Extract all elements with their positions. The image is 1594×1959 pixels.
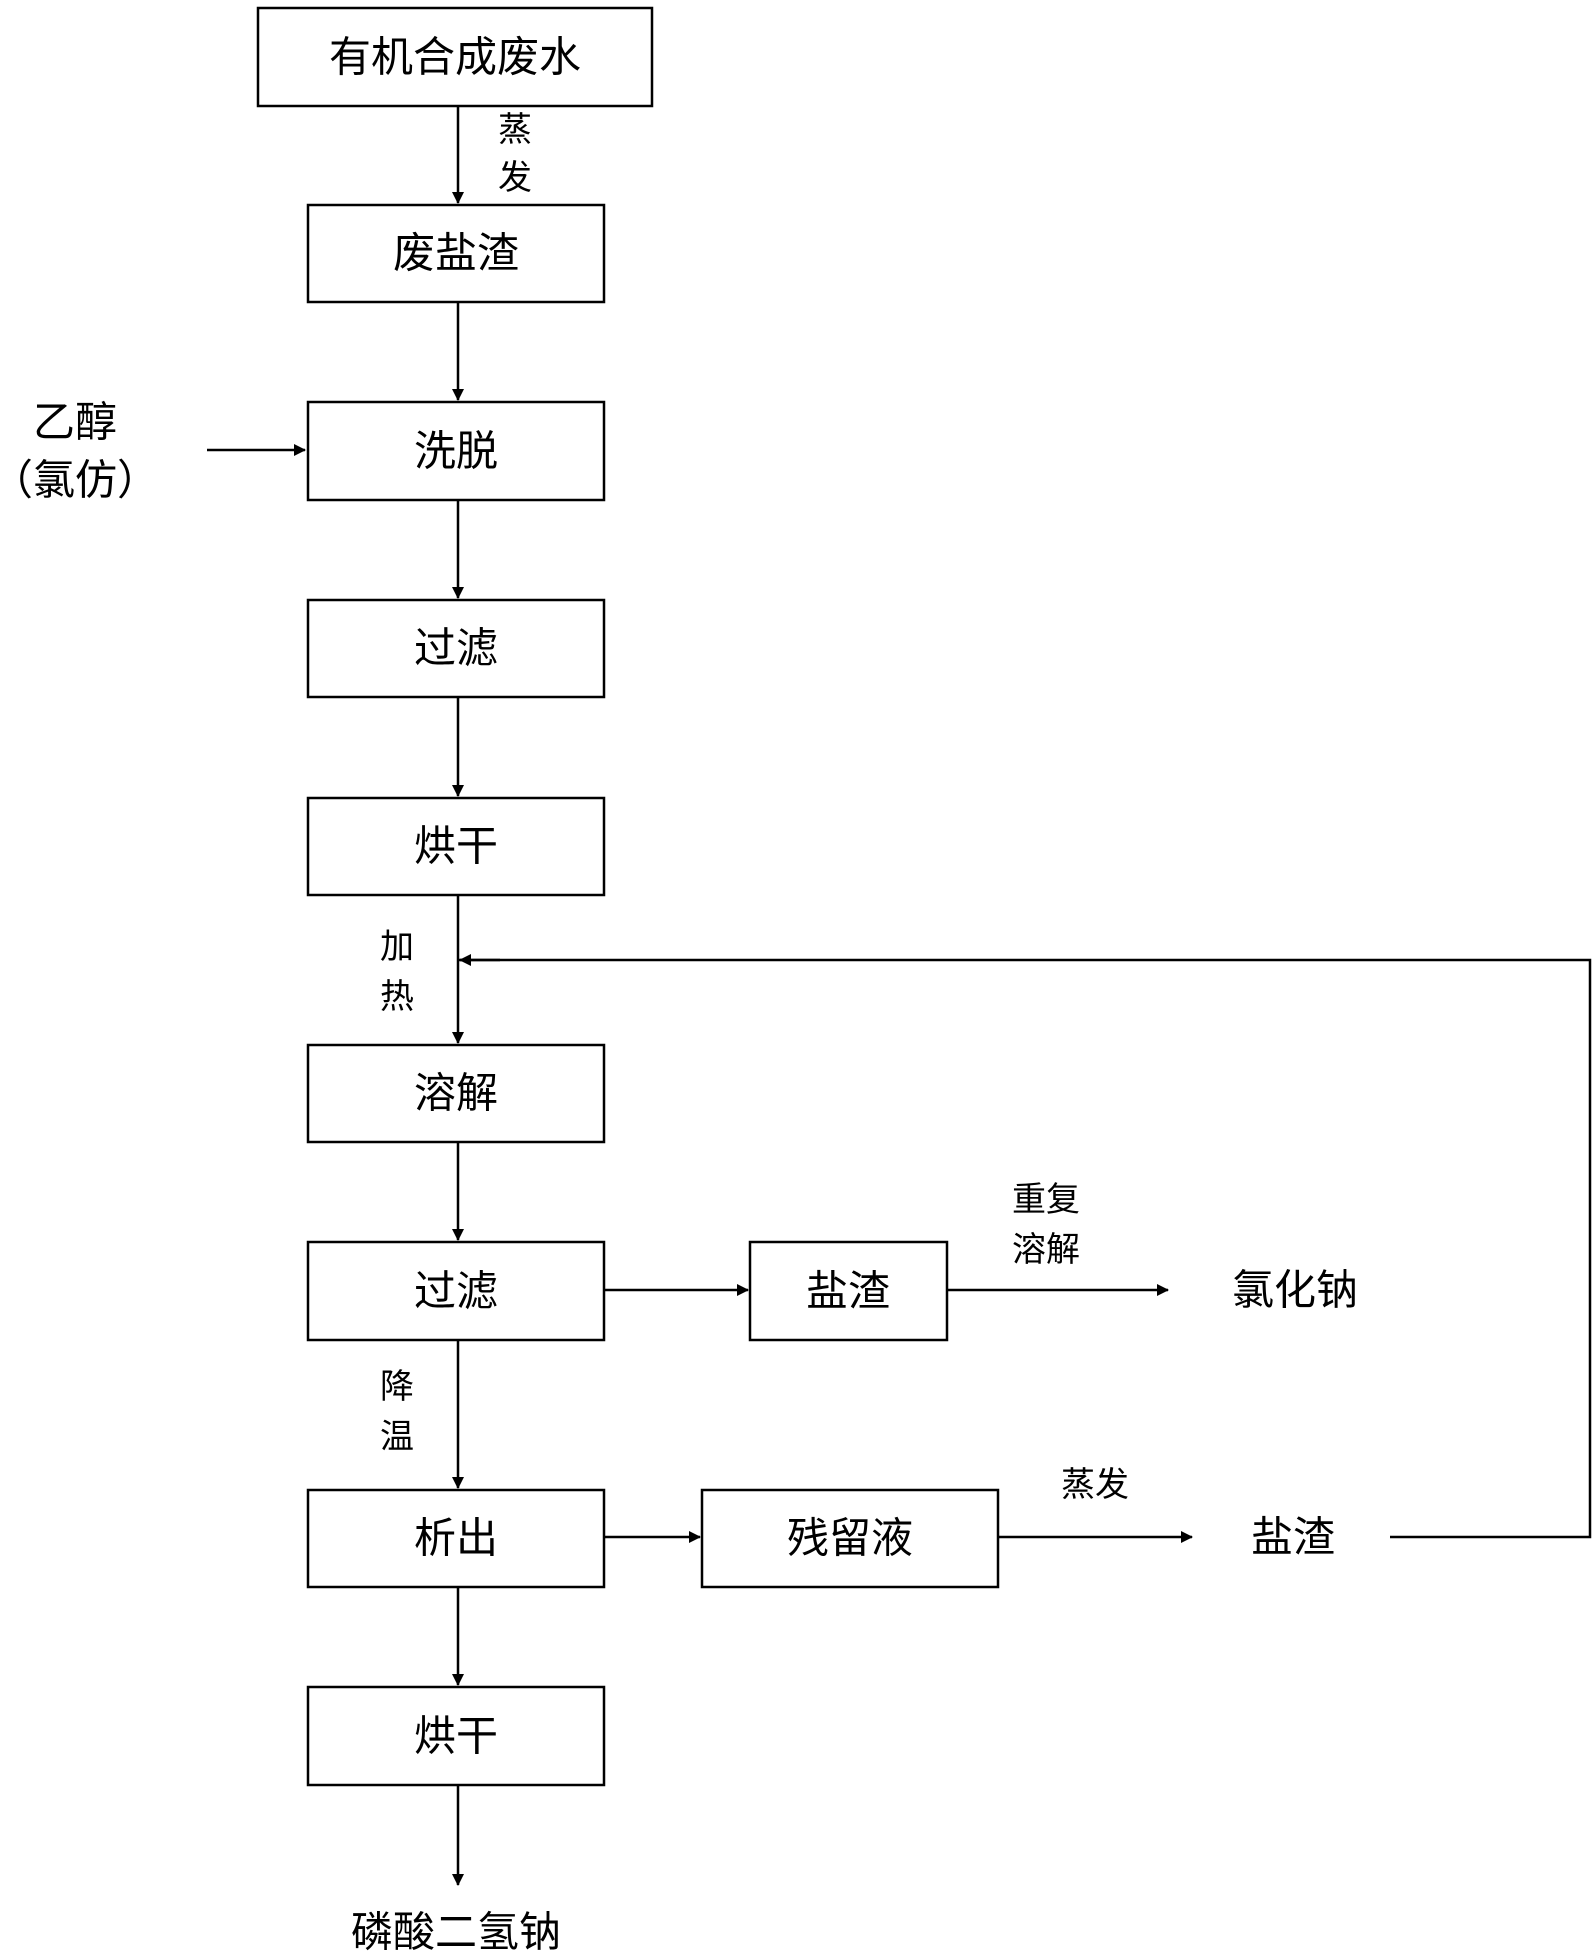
node-drying-1-label: 烘干 bbox=[414, 822, 498, 871]
heat-label-2: 热 bbox=[380, 977, 414, 1017]
node-salt-residue-label: 盐渣 bbox=[806, 1267, 890, 1316]
node-wastewater: 有机合成废水 bbox=[256, 6, 654, 108]
node-waste-salt-residue-label: 废盐渣 bbox=[393, 229, 519, 278]
node-drying-2-label: 烘干 bbox=[414, 1712, 498, 1761]
edge-recycle-loop bbox=[458, 958, 1592, 1539]
node-drying-1: 烘干 bbox=[306, 796, 606, 897]
redissolve-label-2: 溶解 bbox=[1012, 1230, 1080, 1270]
node-filtration-2: 过滤 bbox=[306, 1240, 606, 1342]
heat-label-1: 加 bbox=[380, 927, 414, 967]
product-label: 磷酸二氢钠 bbox=[351, 1908, 561, 1957]
node-residual-liquid: 残留液 bbox=[700, 1488, 1000, 1589]
cooling-label-2: 温 bbox=[380, 1417, 414, 1457]
evaporate-top-label-1: 蒸 bbox=[498, 110, 532, 150]
node-filtration-2-label: 过滤 bbox=[414, 1267, 498, 1316]
solvent-label-1: 乙醇 bbox=[33, 398, 117, 447]
evaporate-top-label-2: 发 bbox=[498, 158, 532, 198]
node-wastewater-label: 有机合成废水 bbox=[329, 33, 581, 82]
evaporate-side-label: 蒸发 bbox=[1061, 1465, 1129, 1505]
edge-labels: 蒸 发 乙醇 （氯仿） 加 热 重复 溶解 降 温 蒸发 bbox=[0, 110, 1129, 1505]
node-residual-liquid-label: 残留液 bbox=[787, 1514, 913, 1563]
node-precipitation: 析出 bbox=[306, 1488, 606, 1589]
solvent-label-2: （氯仿） bbox=[0, 456, 159, 505]
connectors bbox=[207, 106, 1592, 1886]
node-dissolution-label: 溶解 bbox=[414, 1069, 498, 1118]
sodium-chloride-label: 氯化钠 bbox=[1232, 1266, 1358, 1315]
node-waste-salt-residue: 废盐渣 bbox=[306, 203, 606, 304]
cooling-label-1: 降 bbox=[380, 1367, 414, 1407]
node-drying-2: 烘干 bbox=[306, 1685, 606, 1787]
node-elution-label: 洗脱 bbox=[414, 427, 498, 476]
salt-residue-recycle-label: 盐渣 bbox=[1251, 1513, 1335, 1562]
node-dissolution: 溶解 bbox=[306, 1043, 606, 1144]
output-labels: 氯化钠 盐渣 磷酸二氢钠 bbox=[351, 1266, 1358, 1957]
node-filtration-1-label: 过滤 bbox=[414, 624, 498, 673]
redissolve-label-1: 重复 bbox=[1012, 1180, 1080, 1220]
node-filtration-1: 过滤 bbox=[306, 598, 606, 699]
node-precipitation-label: 析出 bbox=[414, 1514, 498, 1563]
nodes: 有机合成废水 废盐渣 洗脱 过滤 烘干 溶解 bbox=[256, 6, 1000, 1787]
node-elution: 洗脱 bbox=[306, 400, 606, 502]
node-salt-residue: 盐渣 bbox=[748, 1240, 949, 1342]
